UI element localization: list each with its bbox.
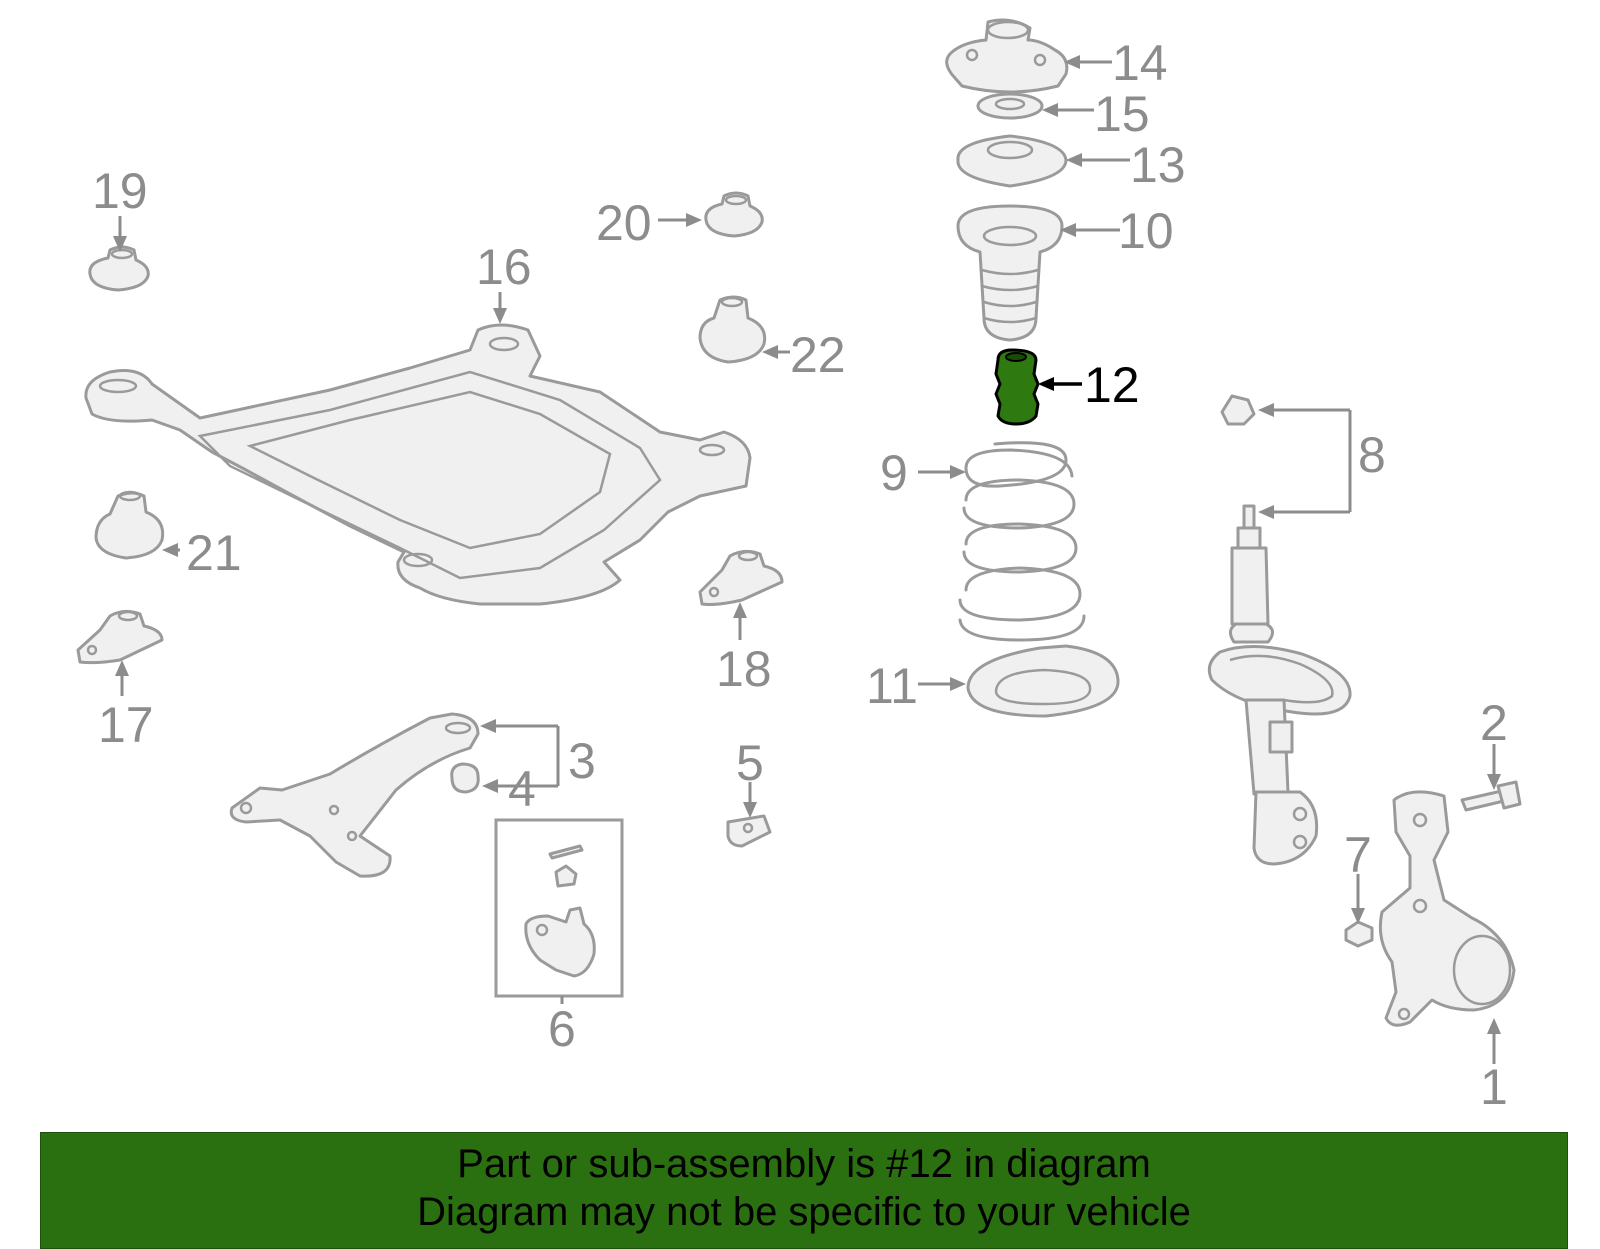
callout-21-label: 21 xyxy=(186,525,242,581)
callout-4: 4 xyxy=(482,761,536,817)
parts-diagram: 14 15 13 10 12 xyxy=(76,18,1522,1115)
part-20-mount[interactable] xyxy=(704,191,764,238)
callout-12: 12 xyxy=(1038,357,1140,413)
part-19-mount[interactable] xyxy=(88,245,150,292)
callout-5: 5 xyxy=(736,735,764,818)
callout-6-label: 6 xyxy=(548,1001,576,1057)
part-1-knuckle[interactable] xyxy=(1378,790,1516,1027)
part-15-bearing[interactable] xyxy=(976,92,1044,120)
callout-15: 15 xyxy=(1042,86,1150,142)
callout-12-label: 12 xyxy=(1084,357,1140,413)
callout-5-label: 5 xyxy=(736,735,764,791)
callout-1-label: 1 xyxy=(1480,1059,1508,1115)
part-22-mount[interactable] xyxy=(698,295,767,364)
callout-18-label: 18 xyxy=(716,641,772,697)
callout-14: 14 xyxy=(1064,35,1168,91)
part-14-strut-mount[interactable] xyxy=(945,18,1069,94)
callout-9: 9 xyxy=(880,445,966,501)
part-7-nut[interactable] xyxy=(1344,920,1374,948)
callout-6: 6 xyxy=(548,996,576,1057)
callout-8-label: 8 xyxy=(1358,427,1386,483)
part-10-insulator[interactable] xyxy=(956,204,1064,342)
callout-17-label: 17 xyxy=(98,697,154,753)
callout-17: 17 xyxy=(98,660,154,753)
callout-18: 18 xyxy=(716,602,772,697)
callout-16: 16 xyxy=(476,239,532,324)
part-17-mount-bracket[interactable] xyxy=(76,609,164,665)
callout-2: 2 xyxy=(1480,695,1508,790)
callout-20-label: 20 xyxy=(596,195,652,251)
part-6-ball-joint-kit[interactable] xyxy=(494,818,624,998)
callout-4-label: 4 xyxy=(508,761,536,817)
callout-3-label: 3 xyxy=(568,733,596,789)
part-12-bump-stop-highlighted[interactable] xyxy=(994,348,1040,426)
callout-19-label: 19 xyxy=(92,163,148,219)
callout-19: 19 xyxy=(92,163,148,252)
callout-2-label: 2 xyxy=(1480,695,1508,751)
callout-15-label: 15 xyxy=(1094,86,1150,142)
callout-21: 21 xyxy=(162,525,242,581)
callout-20: 20 xyxy=(596,195,702,251)
callout-16-label: 16 xyxy=(476,239,532,295)
banner-line-2: Diagram may not be specific to your vehi… xyxy=(417,1190,1191,1234)
callout-11-label: 11 xyxy=(866,658,918,714)
part-2-bolt[interactable] xyxy=(1460,780,1522,812)
callout-10: 10 xyxy=(1060,203,1174,259)
part-8-strut-nut[interactable] xyxy=(1220,394,1256,426)
callout-22: 22 xyxy=(762,327,846,383)
part-18-mount-bracket[interactable] xyxy=(698,549,784,606)
part-3-control-arm[interactable] xyxy=(229,712,480,878)
part-4-bushing[interactable] xyxy=(450,762,480,794)
part-13-spring-seat[interactable] xyxy=(956,134,1068,188)
callout-13-label: 13 xyxy=(1130,137,1186,193)
part-21-mount[interactable] xyxy=(94,490,165,560)
part-8-strut[interactable] xyxy=(1207,504,1352,866)
callout-3: 3 xyxy=(480,719,596,789)
callout-14-label: 14 xyxy=(1112,35,1168,91)
callout-1: 1 xyxy=(1480,1018,1508,1115)
callout-10-label: 10 xyxy=(1118,203,1174,259)
part-5-bracket[interactable] xyxy=(726,814,772,848)
callout-9-label: 9 xyxy=(880,445,908,501)
part-9-coil-spring[interactable] xyxy=(958,441,1086,642)
banner-line-1: Part or sub-assembly is #12 in diagram xyxy=(457,1142,1151,1186)
part-11-lower-insulator[interactable] xyxy=(966,644,1120,718)
callout-13: 13 xyxy=(1066,137,1186,193)
callout-7-label: 7 xyxy=(1344,827,1372,883)
part-info-banner: Part or sub-assembly is #12 in diagram D… xyxy=(40,1132,1568,1249)
callout-11: 11 xyxy=(866,658,966,714)
callout-22-label: 22 xyxy=(790,327,846,383)
callout-7: 7 xyxy=(1344,827,1372,924)
part-16-crossmember[interactable] xyxy=(84,323,752,606)
callout-8: 8 xyxy=(1258,403,1386,519)
